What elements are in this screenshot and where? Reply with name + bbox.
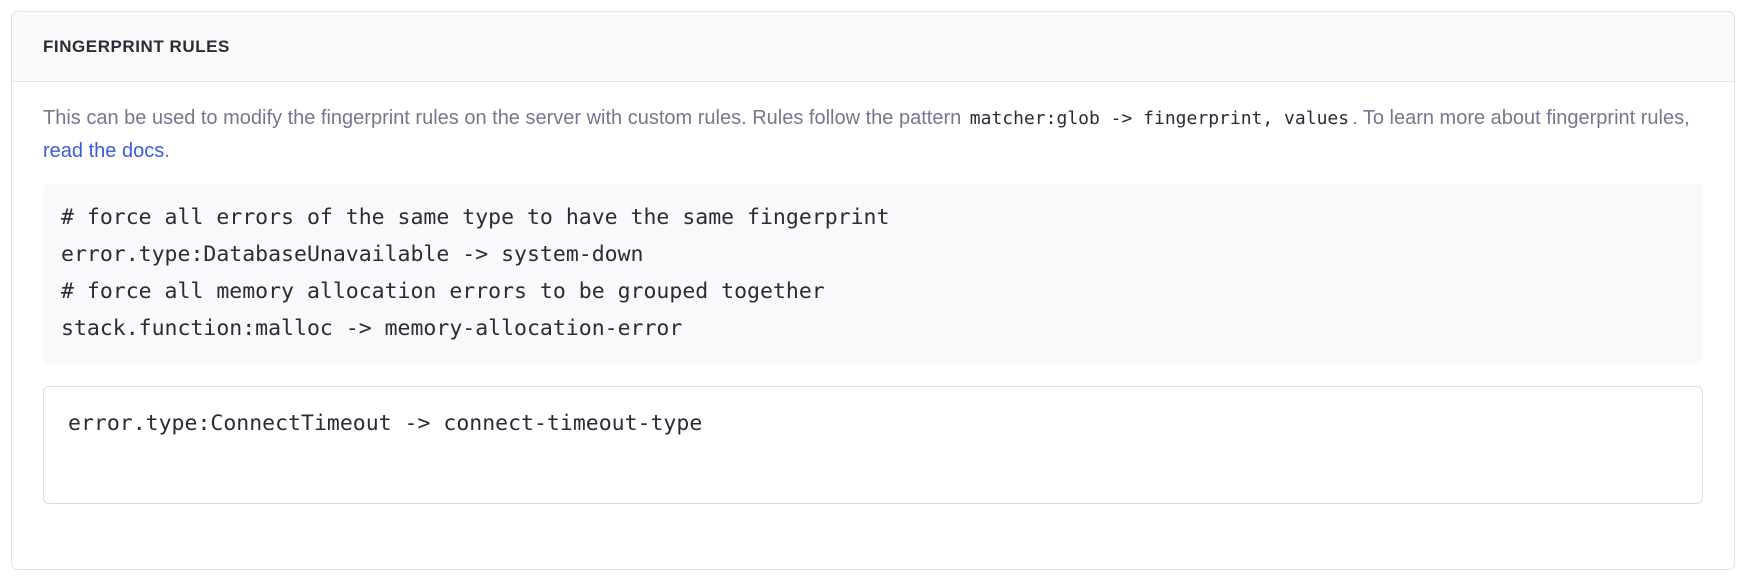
description-part-1: This can be used to modify the fingerpri… (43, 107, 967, 129)
description-part-2: . To learn more about fingerprint rules, (1352, 107, 1690, 129)
page-title: FINGERPRINT RULES (43, 37, 230, 56)
panel-body: This can be used to modify the fingerpri… (12, 82, 1734, 569)
fingerprint-rules-input[interactable] (43, 386, 1703, 504)
description-text: This can be used to modify the fingerpri… (43, 102, 1703, 168)
panel-header: FINGERPRINT RULES (12, 12, 1734, 82)
inline-code-pattern: matcher:glob -> fingerprint, values (969, 108, 1350, 129)
example-rules-code-block: # force all errors of the same type to h… (43, 184, 1703, 364)
read-the-docs-link[interactable]: read the docs (43, 140, 165, 162)
fingerprint-rules-panel: FINGERPRINT RULES This can be used to mo… (11, 11, 1735, 570)
description-part-3: . (164, 140, 170, 162)
